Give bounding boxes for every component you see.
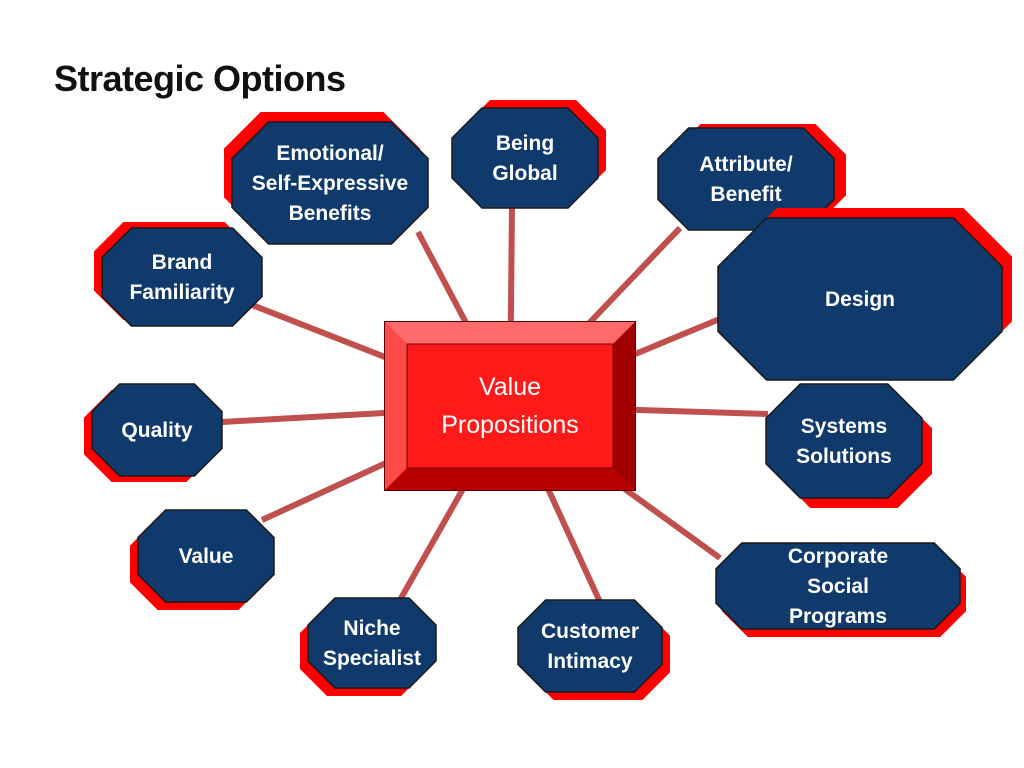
hub-label: Value xyxy=(479,373,541,401)
node-body xyxy=(451,107,599,209)
node-label: Niche xyxy=(343,617,400,640)
node-design: Design xyxy=(717,208,1012,381)
node-label: Programs xyxy=(789,605,887,628)
node-label: Emotional/ xyxy=(276,142,384,165)
node-value: Value xyxy=(130,509,275,610)
node-label: Solutions xyxy=(796,445,892,468)
node-body xyxy=(717,217,1003,381)
node-body xyxy=(517,599,663,693)
node-label: Benefits xyxy=(289,202,372,225)
node-body xyxy=(137,509,275,603)
hub-bevel-bottom xyxy=(385,468,635,490)
node-body xyxy=(101,227,263,327)
node-body xyxy=(715,542,961,630)
node-quality: Quality xyxy=(84,383,223,482)
node-label: Corporate xyxy=(788,545,888,568)
node-label: Systems xyxy=(801,415,887,438)
node-label: Design xyxy=(825,288,895,311)
page-title: Strategic Options xyxy=(54,58,346,99)
node-label: Intimacy xyxy=(547,650,633,673)
hub-face xyxy=(406,343,614,469)
node-label: Attribute/ xyxy=(699,153,792,176)
hub-label: Propositions xyxy=(441,411,579,439)
hub-bevel-top xyxy=(385,322,635,344)
node-label: Familiarity xyxy=(129,281,234,304)
node-label: Customer xyxy=(541,620,639,643)
node-attribute-benefit: Attribute/Benefit xyxy=(657,124,846,231)
node-label: Specialist xyxy=(323,647,421,670)
hub-bevel-right xyxy=(613,322,635,490)
node-label: Self-Expressive xyxy=(252,172,408,195)
hub-bevel-left xyxy=(385,322,407,490)
node-body xyxy=(307,597,437,689)
node-label: Social xyxy=(807,575,869,598)
node-body xyxy=(91,383,223,477)
option-nodes: Emotional/Self-ExpressiveBenefitsBeingGl… xyxy=(84,100,1012,700)
node-label: Being xyxy=(496,132,554,155)
node-label: Value xyxy=(179,545,234,568)
node-label: Global xyxy=(492,162,557,185)
node-label: Quality xyxy=(121,419,193,442)
node-label: Brand xyxy=(152,251,213,274)
node-body xyxy=(231,121,429,245)
node-body xyxy=(765,383,923,499)
node-label: Benefit xyxy=(710,183,781,206)
